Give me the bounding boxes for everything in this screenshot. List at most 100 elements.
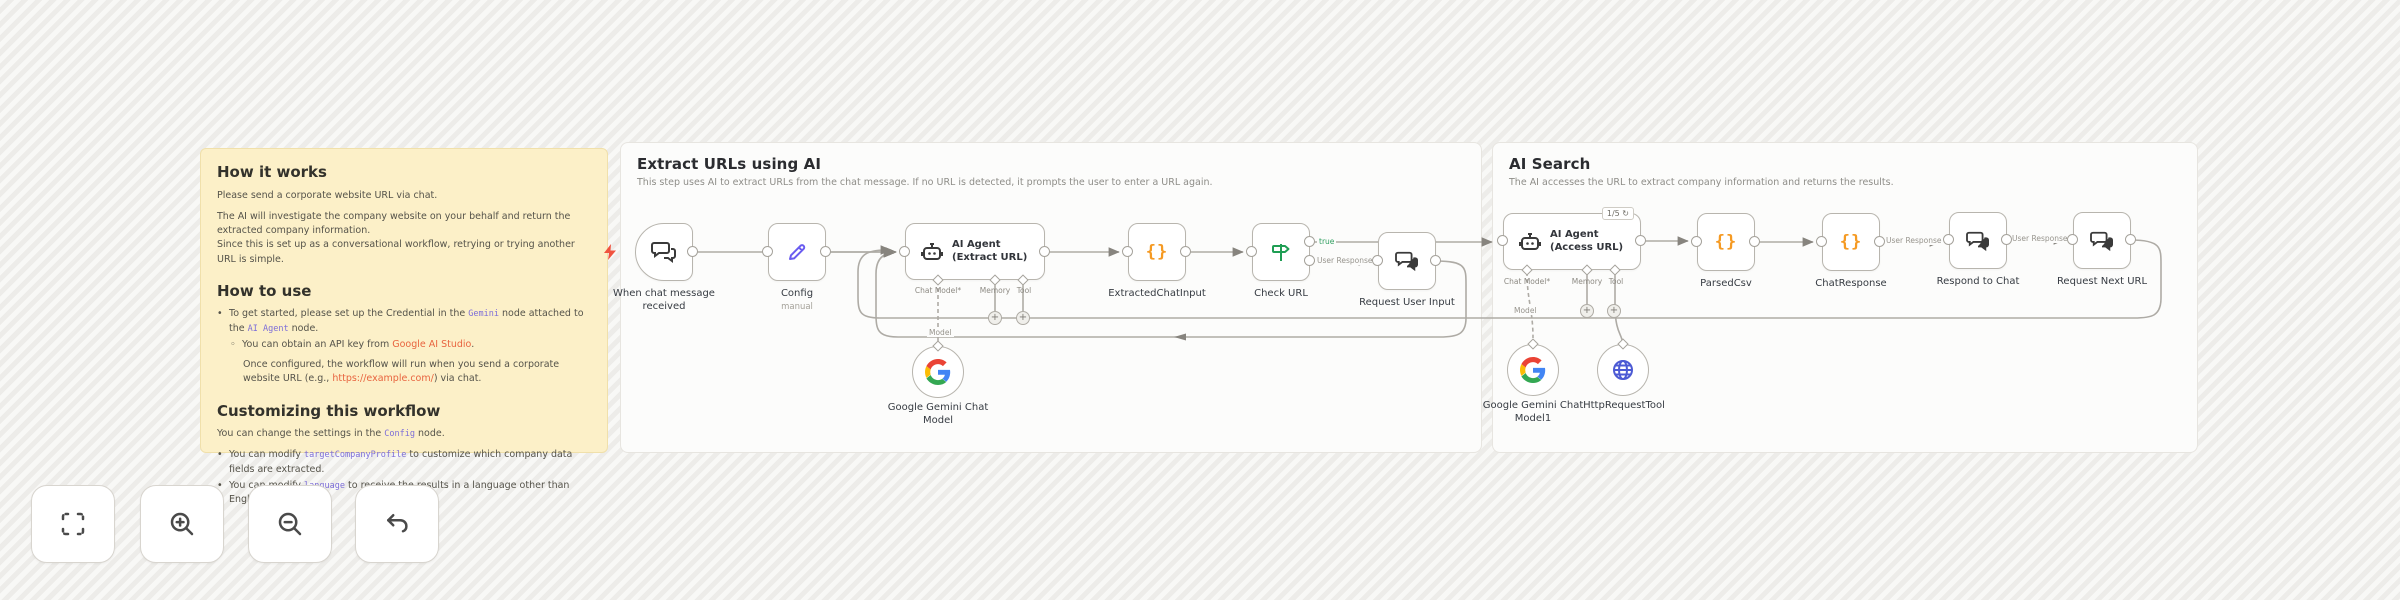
code-token: language [304,480,345,491]
output-port[interactable] [1180,246,1191,257]
wire-label-user-response: User Response [1315,256,1375,265]
node-label: Request Next URL [2056,276,2148,287]
node-respond-to-chat[interactable] [1949,212,2007,269]
code-token: Config [384,429,415,439]
sticky-paragraph: You can change the settings in the Confi… [217,428,445,439]
wire-label-model: Model [927,328,954,337]
fit-view-button[interactable] [31,485,115,563]
port-label-tool: Tool [1016,286,1032,295]
output-port[interactable] [2001,234,2012,245]
port-label-memory: Memory [1571,277,1603,286]
node-label: When chat message received [613,288,715,312]
node-operation-subtitle: manual [781,302,813,312]
output-port[interactable] [820,246,831,257]
section-title: Extract URLs using AI [637,155,822,173]
sticky-bullet-item: • You can modify targetCompanyProfile to… [217,448,591,477]
chat-bubbles-icon [1395,251,1418,272]
add-tool-button[interactable] [1016,311,1030,325]
sticky-paragraph: The AI will investigate the company webs… [217,210,575,265]
sticky-heading-how-it-works: How it works [217,163,327,181]
node-request-next-url[interactable] [2073,212,2131,269]
example-url-link[interactable]: https://example.com/ [332,373,434,385]
add-tool-button[interactable] [1607,304,1621,318]
zoom-in-button[interactable] [140,485,224,563]
output-port-false[interactable] [1304,255,1315,266]
robot-icon [1519,232,1541,250]
node-check-url[interactable] [1252,223,1310,281]
fit-view-icon [61,512,85,536]
output-port[interactable] [2125,234,2136,245]
section-subtitle: This step uses AI to extract URLs from t… [637,177,1213,188]
bullet-icon: • [217,449,223,461]
code-token: AI Agent [247,323,289,334]
node-extracted-chat-input[interactable]: {} [1128,223,1186,281]
output-port[interactable] [687,246,698,257]
node-config[interactable] [768,223,826,281]
node-label: AI Agent (Access URL) [1550,229,1624,253]
node-label: AI Agent (Extract URL) [952,239,1028,263]
input-port[interactable] [1372,255,1383,266]
input-port[interactable] [1497,235,1508,246]
undo-button[interactable] [355,485,439,563]
node-label: ParsedCsv [1700,278,1752,289]
sticky-heading-customizing: Customizing this workflow [217,401,441,420]
node-google-gemini-chat-model[interactable] [912,346,964,398]
output-port[interactable] [1039,246,1050,257]
add-memory-button[interactable] [1580,304,1594,318]
braces-icon: {} [1714,232,1738,252]
sticky-heading-how-to-use: How to use [217,281,312,300]
port-label-chat-model: Chat Model* [1503,277,1551,286]
node-ai-agent-access-url[interactable]: 1/5 ↻ AI Agent (Access URL) [1503,207,1641,270]
braces-icon: {} [1145,242,1169,262]
port-label-memory: Memory [979,286,1011,295]
output-port[interactable] [1430,255,1441,266]
pencil-icon [789,244,806,260]
input-port[interactable] [762,246,773,257]
wire-label-true: true [1317,237,1337,246]
output-port[interactable] [1749,236,1760,247]
retry-badge: 1/5 ↻ [1601,207,1634,220]
output-port[interactable] [1874,236,1885,247]
chat-bubbles-icon [2090,231,2113,251]
node-label: Config [780,288,814,299]
google-ai-studio-link[interactable]: Google AI Studio [392,338,472,350]
sticky-note-how-it-works[interactable]: How it works Please send a corporate web… [200,148,608,505]
google-icon [925,359,951,385]
node-label: ExtractedChatInput [1108,288,1206,299]
node-label: Request User Input [1359,297,1455,308]
input-port[interactable] [1691,236,1702,247]
node-ai-agent-extract-url[interactable]: AI Agent (Extract URL) [905,223,1045,280]
chat-bubbles-icon [1966,231,1989,251]
section-extract-urls[interactable]: Extract URLs using AI This step uses AI … [620,142,1482,453]
add-memory-button[interactable] [988,311,1002,325]
zoom-out-button[interactable] [248,485,332,563]
node-chat-response[interactable]: {} [1822,213,1880,271]
output-port-true[interactable] [1304,236,1315,247]
zoom-out-icon [278,512,302,536]
braces-icon: {} [1839,232,1863,252]
input-port[interactable] [1816,236,1827,247]
input-port[interactable] [1246,246,1257,257]
code-token: targetCompanyProfile [304,450,407,461]
node-when-chat-message-received[interactable] [635,223,693,281]
node-google-gemini-chat-model1[interactable] [1507,344,1559,396]
input-port[interactable] [2067,234,2078,245]
undo-icon [387,514,408,533]
node-http-request-tool[interactable] [1597,344,1649,396]
output-port[interactable] [1635,235,1646,246]
signpost-icon [1272,244,1290,261]
section-title: AI Search [1509,155,1591,173]
sticky-paragraph: Once configured, the workflow will run w… [243,359,560,385]
sticky-sub-bullet-item: ◦ You can obtain an API key from Google … [230,338,591,352]
input-port[interactable] [1943,234,1954,245]
section-ai-search[interactable]: AI Search The AI accesses the URL to ext… [1492,142,2198,453]
node-parsed-csv[interactable]: {} [1697,213,1755,271]
node-request-user-input[interactable] [1378,232,1436,290]
globe-icon [1613,360,1633,380]
node-label: Google Gemini Chat Model1 [1482,400,1584,424]
sub-bullet-icon: ◦ [230,338,236,350]
input-port[interactable] [899,246,910,257]
input-port[interactable] [1122,246,1133,257]
